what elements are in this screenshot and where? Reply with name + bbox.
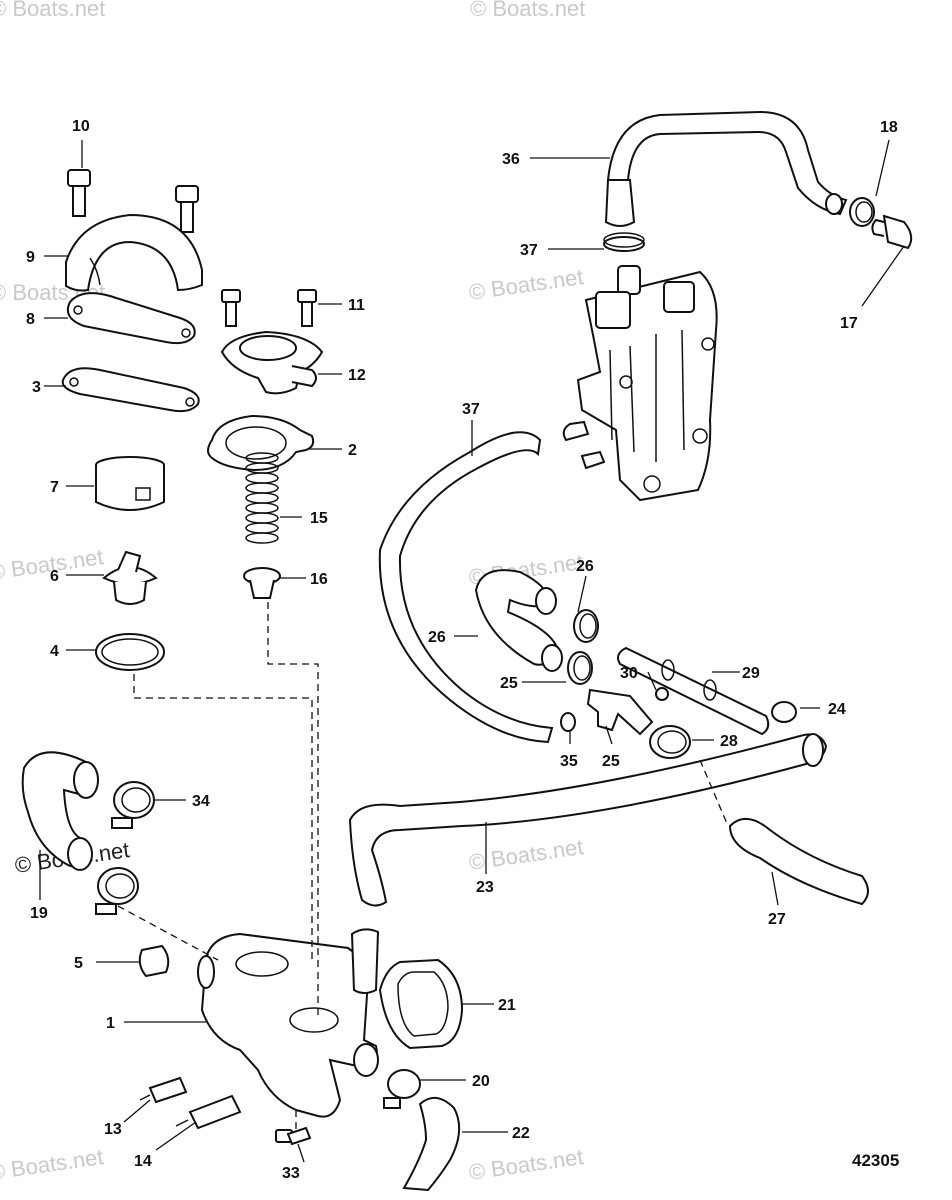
watermark: © Boats.net [467,264,585,305]
callout-36: 37 [462,401,480,418]
callout-26: 26 [576,558,594,575]
part-drawings [21,110,913,1192]
part-25-tee [586,688,654,736]
part-27-hose [474,569,563,672]
part-1-housing [197,928,380,1118]
part-18-clamp [849,197,875,227]
callout-19: 19 [30,905,48,922]
alignment-lines [117,602,729,1130]
callout-37: 37 [520,242,538,259]
callout-27: 26 [428,629,446,646]
part-21-gasket [378,958,464,1050]
callout-23: 23 [476,879,494,896]
part-12-housing [220,330,324,395]
part-37-clamp [603,232,645,252]
callout-18: 18 [880,119,898,136]
watermark: © Boats.net [0,0,105,21]
watermark: © Boats.net [0,1144,105,1185]
part-6-thermostat [102,550,158,605]
callout-35: 36 [502,151,520,168]
callout-7: 7 [50,479,59,496]
part-4-oring [95,633,165,671]
callout-14: 14 [134,1153,152,1170]
watermark: © Boats.net [467,1144,585,1185]
callout-1: 1 [106,1015,115,1032]
callout-33: 34 [192,793,210,810]
callout-9: 9 [26,249,35,266]
callout-20: 20 [472,1073,490,1090]
part-13-sensor [139,1076,188,1104]
part-5-plug [138,944,170,978]
part-8-plate [66,292,196,345]
part-2-gasket [207,414,315,472]
part-16-valve [243,567,281,599]
callout-11: 11 [348,297,365,314]
part-19-hose [21,751,99,871]
callout-31: 30 [620,665,638,682]
watermark: © Boats.net [470,0,585,21]
part-11-bolts [221,289,317,327]
callout-21: 21 [498,997,516,1014]
part-9-cover [65,213,203,292]
part-36-hose [378,431,554,744]
leader-lines [39,139,905,1163]
part-19-clamp [95,867,139,915]
part-26-clamp [567,651,593,685]
part-7-sleeve [95,456,165,511]
pump-assembly [562,265,718,502]
callout-4: 4 [50,643,59,660]
part-34-clamp [560,712,576,732]
part-15-spring [245,452,279,544]
callout-10: 10 [72,118,90,135]
callout-34: 35 [560,753,578,770]
callout-24: 24 [828,701,846,718]
callout-13: 13 [104,1121,122,1138]
part-30-tube [617,646,770,736]
callout-8: 8 [26,311,35,328]
part-3-gasket [61,367,200,413]
callout-3: 3 [32,379,41,396]
part-22-hose [402,1097,461,1192]
callout-30: 29 [742,665,760,682]
callout-17: 17 [840,315,858,332]
part-14-sensor [175,1094,242,1130]
diagram-code: 42305 [852,1151,899,1170]
part-29-clamp [649,725,691,759]
part-31-screw [655,687,669,701]
callout-32: 33 [282,1165,300,1182]
callout-6: 6 [50,568,59,585]
part-32-bolt [275,1126,312,1146]
callout-12: 12 [348,367,366,384]
callout-22: 22 [512,1125,530,1142]
callout-2: 2 [348,442,357,459]
part-20-clamp [383,1069,421,1109]
callout-5: 5 [74,955,83,972]
part-28-hose [728,818,869,906]
watermark: © Boats.net [467,834,585,875]
callout-26: 25 [500,675,518,692]
part-10-bolts [67,169,199,233]
callout-15: 15 [310,510,328,527]
part-26-clamp [573,609,599,643]
callout-28: 27 [768,911,786,928]
part-33-clamp [111,781,155,829]
part-24-clamp [771,701,797,723]
callout-25: 25 [602,753,620,770]
part-17-fitting [871,214,913,250]
callout-29: 28 [720,733,738,750]
part-35-hose [604,110,848,227]
callout-labels: 10 9 8 3 7 6 4 11 12 2 15 16 36 37 18 17… [26,118,898,1182]
callout-16: 16 [310,571,328,588]
